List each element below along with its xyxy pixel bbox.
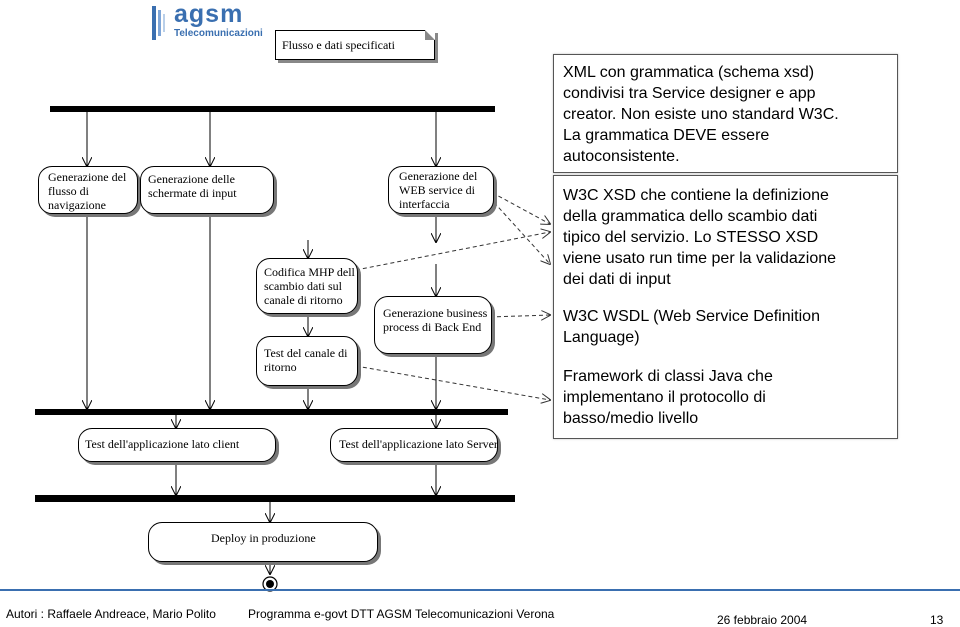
panel-line: Framework di classi Java che (563, 368, 773, 385)
standards-panel: W3C XSD che contiene la definizione dell… (553, 175, 898, 439)
footer-authors: Autori : Raffaele Andreace, Mario Polito (6, 607, 216, 621)
footer-program: Programma e-govt DTT AGSM Telecomunicazi… (248, 607, 555, 621)
join-bar-middle (35, 409, 508, 415)
panel-line: autoconsistente. (563, 148, 680, 165)
footer-page-number: 13 (930, 613, 944, 627)
activity-test-canale: Test del canale di ritorno (256, 336, 358, 386)
activity-codifica-mhp: Codifica MHP dell scambio dati sul canal… (256, 258, 358, 314)
flow-note: Flusso e dati specificati (275, 30, 435, 60)
xml-grammar-panel: XML con grammatica (schema xsd) condivis… (553, 54, 898, 173)
panel-line: della grammatica dello scambio dati (563, 208, 818, 225)
activity-test-server: Test dell'applicazione lato Server (330, 428, 498, 462)
activity-label: canale di ritorno (264, 293, 343, 307)
panel-line: creator. Non esiste uno standard W3C. (563, 106, 839, 123)
panel-line: basso/medio livello (563, 410, 699, 427)
fork-bar-top (50, 106, 495, 112)
activity-label: process di Back End (383, 320, 482, 334)
activity-deploy: Deploy in produzione (148, 522, 378, 562)
footer-date: 26 febbraio 2004 (717, 613, 808, 627)
activity-label: Test del canale di (264, 346, 348, 360)
note-label: Flusso e dati specificati (282, 38, 395, 52)
activity-label: scambio dati sul (264, 279, 342, 293)
panel-line: implementano il protocollo di (563, 389, 766, 406)
activity-business-process: Generazione business process di Back End (374, 296, 492, 354)
activity-label: Deploy in produzione (211, 531, 316, 545)
panel-line: tipico del servizio. Lo STESSO XSD (563, 229, 819, 246)
activity-label: Test dell'applicazione lato client (85, 437, 240, 451)
footer-divider (0, 589, 960, 591)
activity-label: schermate di input (148, 186, 237, 200)
activity-label: flusso di (48, 184, 90, 198)
logo-name: agsm (174, 0, 244, 28)
panel-line: Language) (563, 329, 640, 346)
panel-line: La grammatica DEVE essere (563, 127, 770, 144)
note-fold-icon (425, 30, 435, 40)
activity-test-client: Test dell'applicazione lato client (78, 428, 276, 462)
agsm-logo: agsm Telecomunicazioni (152, 0, 302, 42)
activity-web-service: Generazione del WEB service di interfacc… (388, 166, 494, 214)
panel-line: condivisi tra Service designer e app (563, 85, 816, 102)
activity-label: navigazione (48, 198, 106, 212)
join-bar-bottom (35, 495, 515, 502)
activity-label: Generazione delle (148, 172, 235, 186)
activity-label: ritorno (264, 360, 297, 374)
activity-label: Generazione del (48, 170, 127, 184)
panel-line: dei dati di input (563, 271, 671, 288)
activity-label: WEB service di (399, 183, 475, 197)
activity-flusso-navigazione: Generazione del flusso di navigazione (38, 166, 138, 214)
panel-line: W3C WSDL (Web Service Definition (563, 308, 820, 325)
activity-label: interfaccia (399, 197, 450, 211)
logo-subtitle: Telecomunicazioni (174, 28, 263, 39)
end-node-core (266, 580, 274, 588)
panel-line: viene usato run time per la validazione (563, 250, 837, 267)
activity-label: Codifica MHP dell (264, 265, 355, 279)
panel-line: XML con grammatica (schema xsd) (563, 64, 815, 81)
logo-mark-icon (152, 6, 165, 40)
activity-label: Test dell'applicazione lato Server (339, 437, 498, 451)
activity-label: Generazione del (399, 169, 478, 183)
activity-schermate-input: Generazione delle schermate di input (140, 166, 274, 214)
panel-line: W3C XSD che contiene la definizione (563, 187, 829, 204)
activity-label: Generazione business (383, 306, 488, 320)
